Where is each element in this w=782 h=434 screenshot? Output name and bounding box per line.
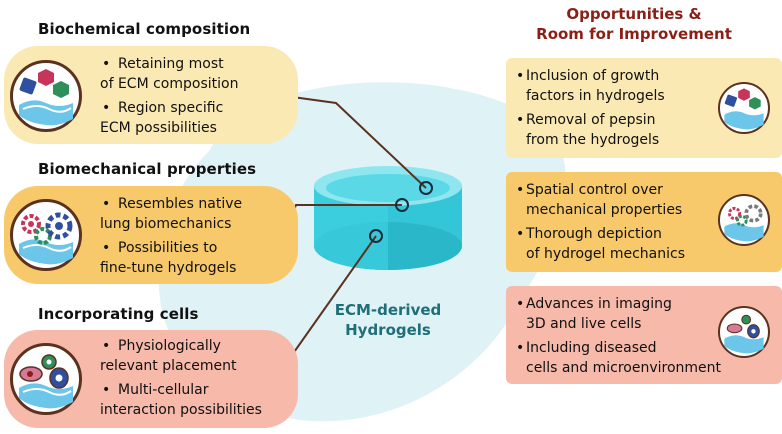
opportunities-title: Opportunities & Room for Improvement — [536, 5, 732, 43]
bullet-item: Multi-cellular interaction possibilities — [100, 380, 262, 420]
section-title-cells: Incorporating cells — [38, 305, 199, 323]
bullet-item: Region specific ECM possibilities — [100, 98, 238, 138]
section-title-biochemical: Biochemical composition — [38, 20, 251, 38]
opportunity-box-growth: Inclusion of growth factors in hydrogels… — [506, 58, 782, 158]
gears-icon — [718, 194, 770, 246]
bullet-item: Removal of pepsin from the hydrogels — [516, 110, 665, 150]
hydrogel-label: ECM-derived Hydrogels — [334, 301, 442, 339]
bullet-item: Resembles native lung biomechanics — [100, 194, 242, 234]
opportunity-list: Spatial control over mechanical properti… — [516, 180, 685, 268]
hydrogel-dish — [314, 166, 462, 270]
cells-icon — [10, 343, 82, 415]
bullet-list-cells: Physiologically relevant placement Multi… — [100, 336, 262, 424]
molecule-shapes-icon — [10, 60, 82, 132]
opportunity-list: Inclusion of growth factors in hydrogels… — [516, 66, 665, 154]
bullet-item: Including diseased cells and microenviro… — [516, 338, 721, 378]
molecule-shapes-icon — [718, 82, 770, 134]
bullet-item: Inclusion of growth factors in hydrogels — [516, 66, 665, 106]
bullet-item: Retaining most of ECM composition — [100, 54, 238, 94]
gears-icon — [10, 199, 82, 271]
bullet-item: Possibilities to fine-tune hydrogels — [100, 238, 242, 278]
bullet-list-biomechanical: Resembles native lung biomechanics Possi… — [100, 194, 242, 282]
opportunity-list: Advances in imaging 3D and live cells In… — [516, 294, 721, 382]
bullet-list-biochemical: Retaining most of ECM composition Region… — [100, 54, 238, 142]
bullet-item: Physiologically relevant placement — [100, 336, 262, 376]
bullet-item: Spatial control over mechanical properti… — [516, 180, 685, 220]
cells-icon — [718, 306, 770, 358]
section-title-biomechanical: Biomechanical properties — [38, 160, 257, 178]
bullet-item: Thorough depiction of hydrogel mechanics — [516, 224, 685, 264]
opportunity-box-imaging: Advances in imaging 3D and live cells In… — [506, 286, 782, 384]
bullet-item: Advances in imaging 3D and live cells — [516, 294, 721, 334]
opportunity-box-mechanics: Spatial control over mechanical properti… — [506, 172, 782, 272]
